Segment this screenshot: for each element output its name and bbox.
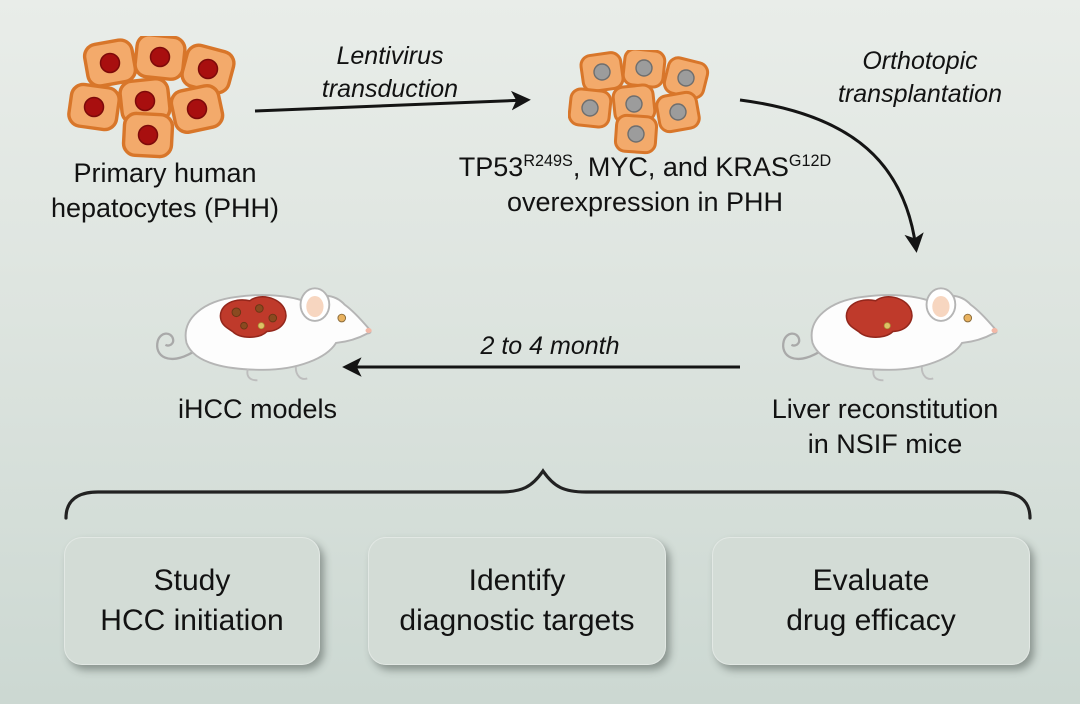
lentivirus-label-line1: Lentivirus [336, 42, 444, 70]
tp53-mutation: R249S [523, 152, 573, 170]
application-box-line2: HCC initiation [100, 604, 284, 637]
application-box-line1: Study [153, 563, 231, 597]
transduced-nuclei [581, 59, 695, 143]
overexpression-line2: overexpression in PHH [506, 187, 784, 218]
mouse-inner-ear [932, 296, 950, 318]
application-box-line1: Evaluate [812, 563, 930, 597]
mouse-legs [246, 366, 308, 382]
application-box-drug-efficacy: Evaluate drug efficacy [712, 537, 1030, 665]
duration-label: 2 to 4 month [480, 332, 620, 360]
phh-label-line1: Primary human [73, 158, 257, 188]
gallbladder-dot [883, 322, 891, 330]
application-box-line1: Identify [468, 563, 566, 597]
phh-label-line2: hepatocytes (PHH) [50, 193, 280, 224]
orthotopic-label-line2: transplantation [837, 79, 1002, 108]
mouse-nose [365, 328, 372, 333]
mouse-legs [872, 366, 934, 382]
mouse-tail [156, 332, 193, 360]
tumor-spots [231, 304, 278, 330]
arrow-lentivirus-transduction [254, 90, 531, 113]
orthotopic-label: Orthotopic transplantation [795, 45, 1045, 110]
phh-cells-illustration [67, 36, 236, 159]
overexpression-label: TP53R249S, MYC, and KRASG12D overexpress… [415, 150, 875, 220]
gallbladder-dot [257, 322, 265, 330]
orthotopic-label-line1: Orthotopic [862, 47, 978, 75]
application-box-line2: drug efficacy [786, 604, 956, 637]
phh-label: Primary human hepatocytes (PHH) [25, 156, 305, 226]
mouse-tail [782, 332, 819, 360]
nsif-mouse-illustration [782, 287, 998, 382]
gene-tp53: TP53 [458, 152, 524, 182]
mouse-eye [963, 313, 973, 323]
ihcc-label: iHCC models [177, 394, 338, 424]
arrow-orthotopic-transplantation [739, 98, 924, 253]
mouse-inner-ear [306, 296, 324, 318]
application-box-line2: diagnostic targets [399, 604, 635, 637]
reconstitution-label-line1: Liver reconstitution [771, 394, 999, 424]
overexpression-genes: TP53R249S, MYC, and KRASG12D [415, 150, 875, 185]
mouse-eye [337, 313, 347, 323]
lentivirus-label: Lentivirus transduction [285, 40, 495, 105]
brace-applications [64, 468, 1032, 520]
kras-mutation: G12D [788, 152, 832, 170]
transduced-cells-illustration [568, 50, 710, 155]
liver-icon [845, 296, 913, 338]
liver-icon [219, 296, 287, 338]
phh-nuclei [83, 46, 219, 146]
reconstitution-label: Liver reconstitution in NSIF mice [715, 392, 1055, 462]
lentivirus-label-line2: transduction [321, 74, 459, 103]
mouse-nose [991, 328, 998, 333]
genes-middle: , MYC, and KRAS [572, 152, 789, 182]
reconstitution-label-line2: in NSIF mice [807, 429, 963, 460]
ihcc-mouse-illustration [156, 287, 372, 382]
application-box-hcc-initiation: Study HCC initiation [64, 537, 320, 665]
application-box-diagnostic-targets: Identify diagnostic targets [368, 537, 666, 665]
